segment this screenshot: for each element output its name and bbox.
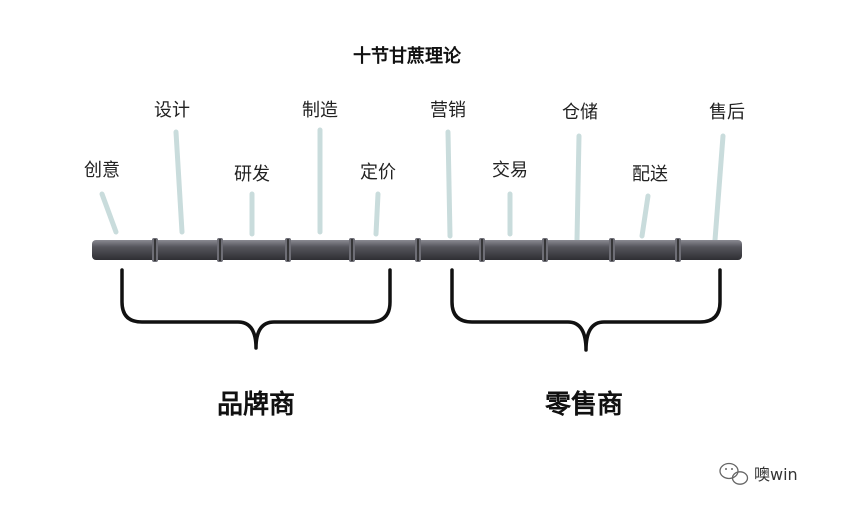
wechat-icon <box>719 462 749 485</box>
watermark: 噢win <box>719 462 798 485</box>
segment-label-7: 交易 <box>492 160 528 181</box>
pointer-line-6 <box>445 129 453 239</box>
group-label-brand: 品牌商 <box>217 389 295 420</box>
segment-label-9: 配送 <box>632 164 668 185</box>
segment-label-4: 制造 <box>302 100 338 121</box>
segment-label-10: 售后 <box>709 102 745 123</box>
pointer-lines <box>99 127 726 243</box>
pointer-line-1 <box>99 191 119 235</box>
segment-label-1: 创意 <box>84 160 120 181</box>
pointer-line-9 <box>639 193 651 239</box>
bracket-brand <box>120 268 392 350</box>
pointer-line-8 <box>574 133 582 243</box>
segment-labels: 创意 设计 研发 制造 定价 营销 交易 仓储 配送 售后 <box>84 100 745 185</box>
segment-label-3: 研发 <box>234 164 270 185</box>
pointer-line-10 <box>712 133 726 243</box>
sugarcane <box>92 238 742 262</box>
segment-label-8: 仓储 <box>562 102 598 123</box>
pointer-line-2 <box>173 129 185 235</box>
diagram-title: 十节甘蔗理论 <box>353 45 462 67</box>
pointer-line-5 <box>373 191 381 237</box>
group-label-retailer: 零售商 <box>545 389 623 420</box>
sugarcane-nodes <box>152 238 681 262</box>
segment-label-5: 定价 <box>360 162 396 183</box>
segment-label-2: 设计 <box>154 100 190 121</box>
watermark-text: 噢win <box>754 465 798 484</box>
segment-label-6: 营销 <box>430 100 466 121</box>
bracket-retail <box>450 268 722 352</box>
brackets <box>120 268 722 352</box>
